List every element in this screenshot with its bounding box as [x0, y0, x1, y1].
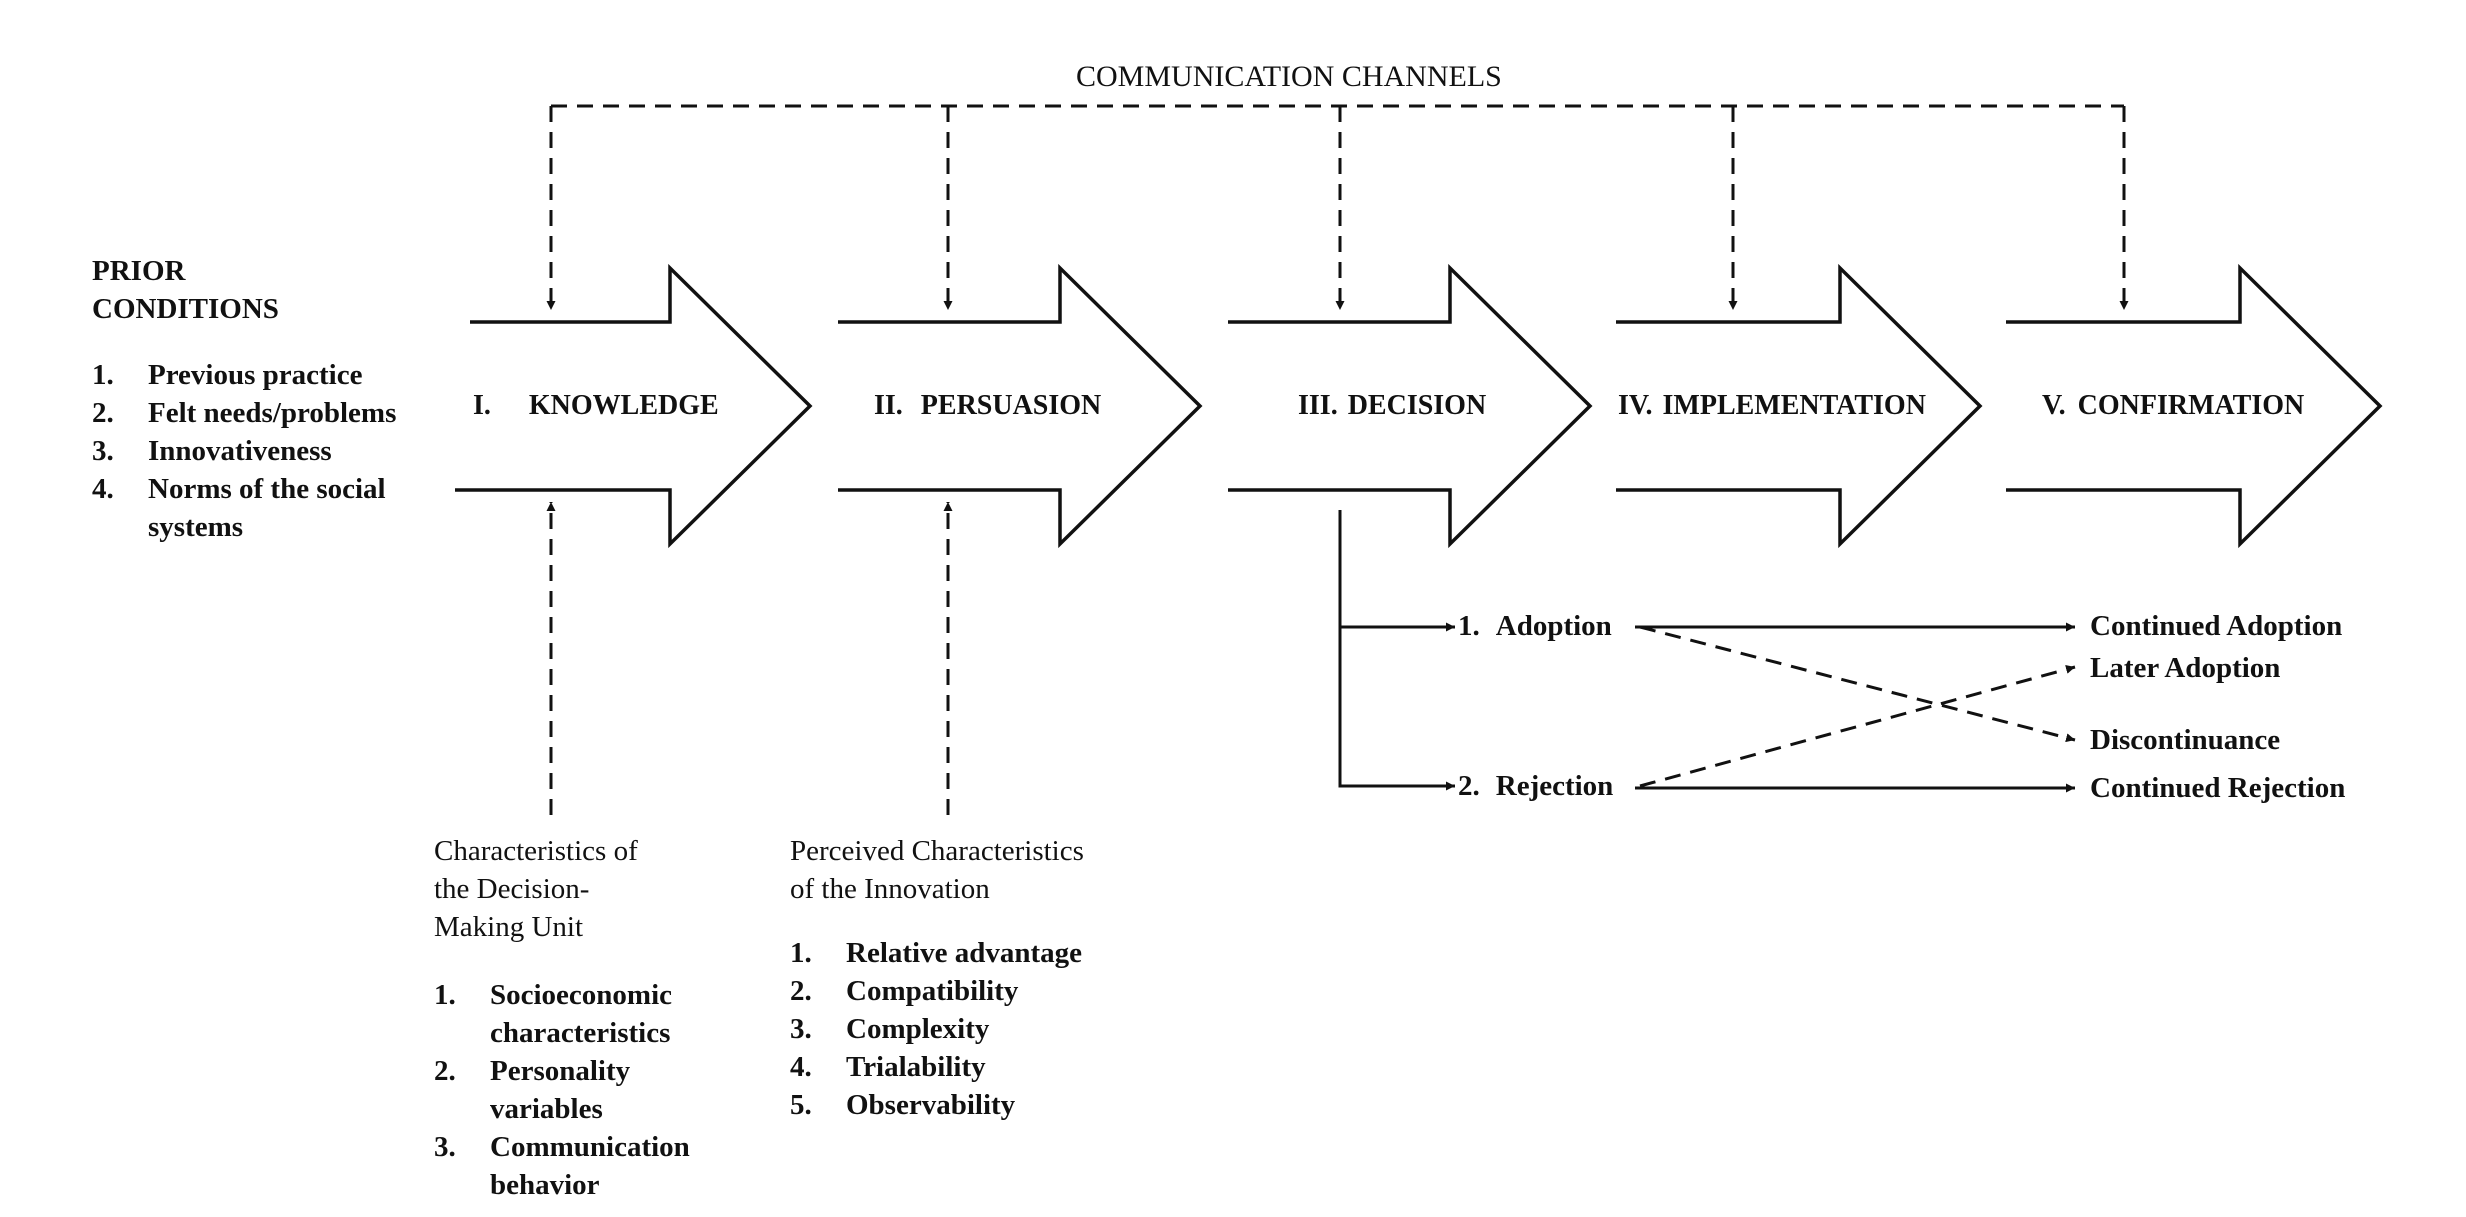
stage-arrow-knowledge — [455, 263, 813, 549]
list-item: 3.Communication — [434, 1131, 690, 1163]
rejection-to-later-adoption — [1639, 665, 2076, 788]
outcome-later-adoption: Later Adoption — [2090, 652, 2281, 684]
prior-conditions-list: 1.Previous practice 2.Felt needs/problem… — [92, 356, 396, 546]
list-item: 1.Previous practice — [92, 359, 363, 391]
list-item: 1.Socioeconomic — [434, 979, 673, 1011]
list-item: 2.Compatibility — [790, 975, 1019, 1007]
list-item: 3.Innovativeness — [92, 435, 332, 467]
decision-unit-title: Characteristics of the Decision- Making … — [434, 835, 638, 943]
outcome-discontinuance: Discontinuance — [2090, 724, 2281, 756]
stage-arrow-implementation — [1616, 263, 1983, 549]
outcome-rejection: 2.Rejection — [1458, 770, 1614, 802]
list-item-continuation: characteristics — [490, 1017, 671, 1049]
list-item: 1.Relative advantage — [790, 937, 1082, 969]
list-item-continuation: behavior — [490, 1169, 600, 1201]
adoption-to-discontinuance — [1639, 625, 2076, 743]
list-item: 4.Norms of the social — [92, 473, 386, 505]
channels-label: COMMUNICATION CHANNELS — [1076, 60, 1502, 93]
list-item: 2.Felt needs/problems — [92, 397, 397, 429]
stage-arrow-persuasion — [838, 263, 1203, 549]
list-item-continuation: variables — [490, 1093, 603, 1125]
stage-arrow-decision — [1228, 263, 1593, 549]
innovation-title: Perceived Characteristics of the Innovat… — [790, 835, 1084, 905]
stage-label-persuasion: II.PERSUASION — [874, 390, 1102, 421]
outcome-continued-rejection: Continued Rejection — [2090, 772, 2346, 804]
list-item: 2.Personality — [434, 1055, 631, 1087]
list-item: 3.Complexity — [790, 1013, 990, 1045]
outcome-adoption: 1.Adoption — [1458, 610, 1612, 642]
outcome-continued-adoption: Continued Adoption — [2090, 610, 2343, 642]
stage-label-knowledge: I.KNOWLEDGE — [473, 390, 719, 421]
stage-label-confirmation: V.CONFIRMATION — [2042, 390, 2305, 421]
prior-conditions-title: PRIOR CONDITIONS — [92, 255, 279, 325]
stage-label-implementation: IV.IMPLEMENTATION — [1618, 390, 1926, 421]
stage-label-decision: III.DECISION — [1298, 390, 1487, 421]
decision-branch-line — [1338, 510, 1455, 791]
stage-arrow-confirmation — [2006, 263, 2383, 549]
innovation-list: 1.Relative advantage 2.Compatibility 3.C… — [790, 934, 1082, 1124]
list-item: 4.Trialability — [790, 1051, 986, 1083]
list-item: 5.Observability — [790, 1089, 1016, 1121]
list-item-continuation: systems — [148, 511, 244, 543]
decision-unit-list: 1.Socioeconomic characteristics 2.Person… — [434, 976, 690, 1204]
